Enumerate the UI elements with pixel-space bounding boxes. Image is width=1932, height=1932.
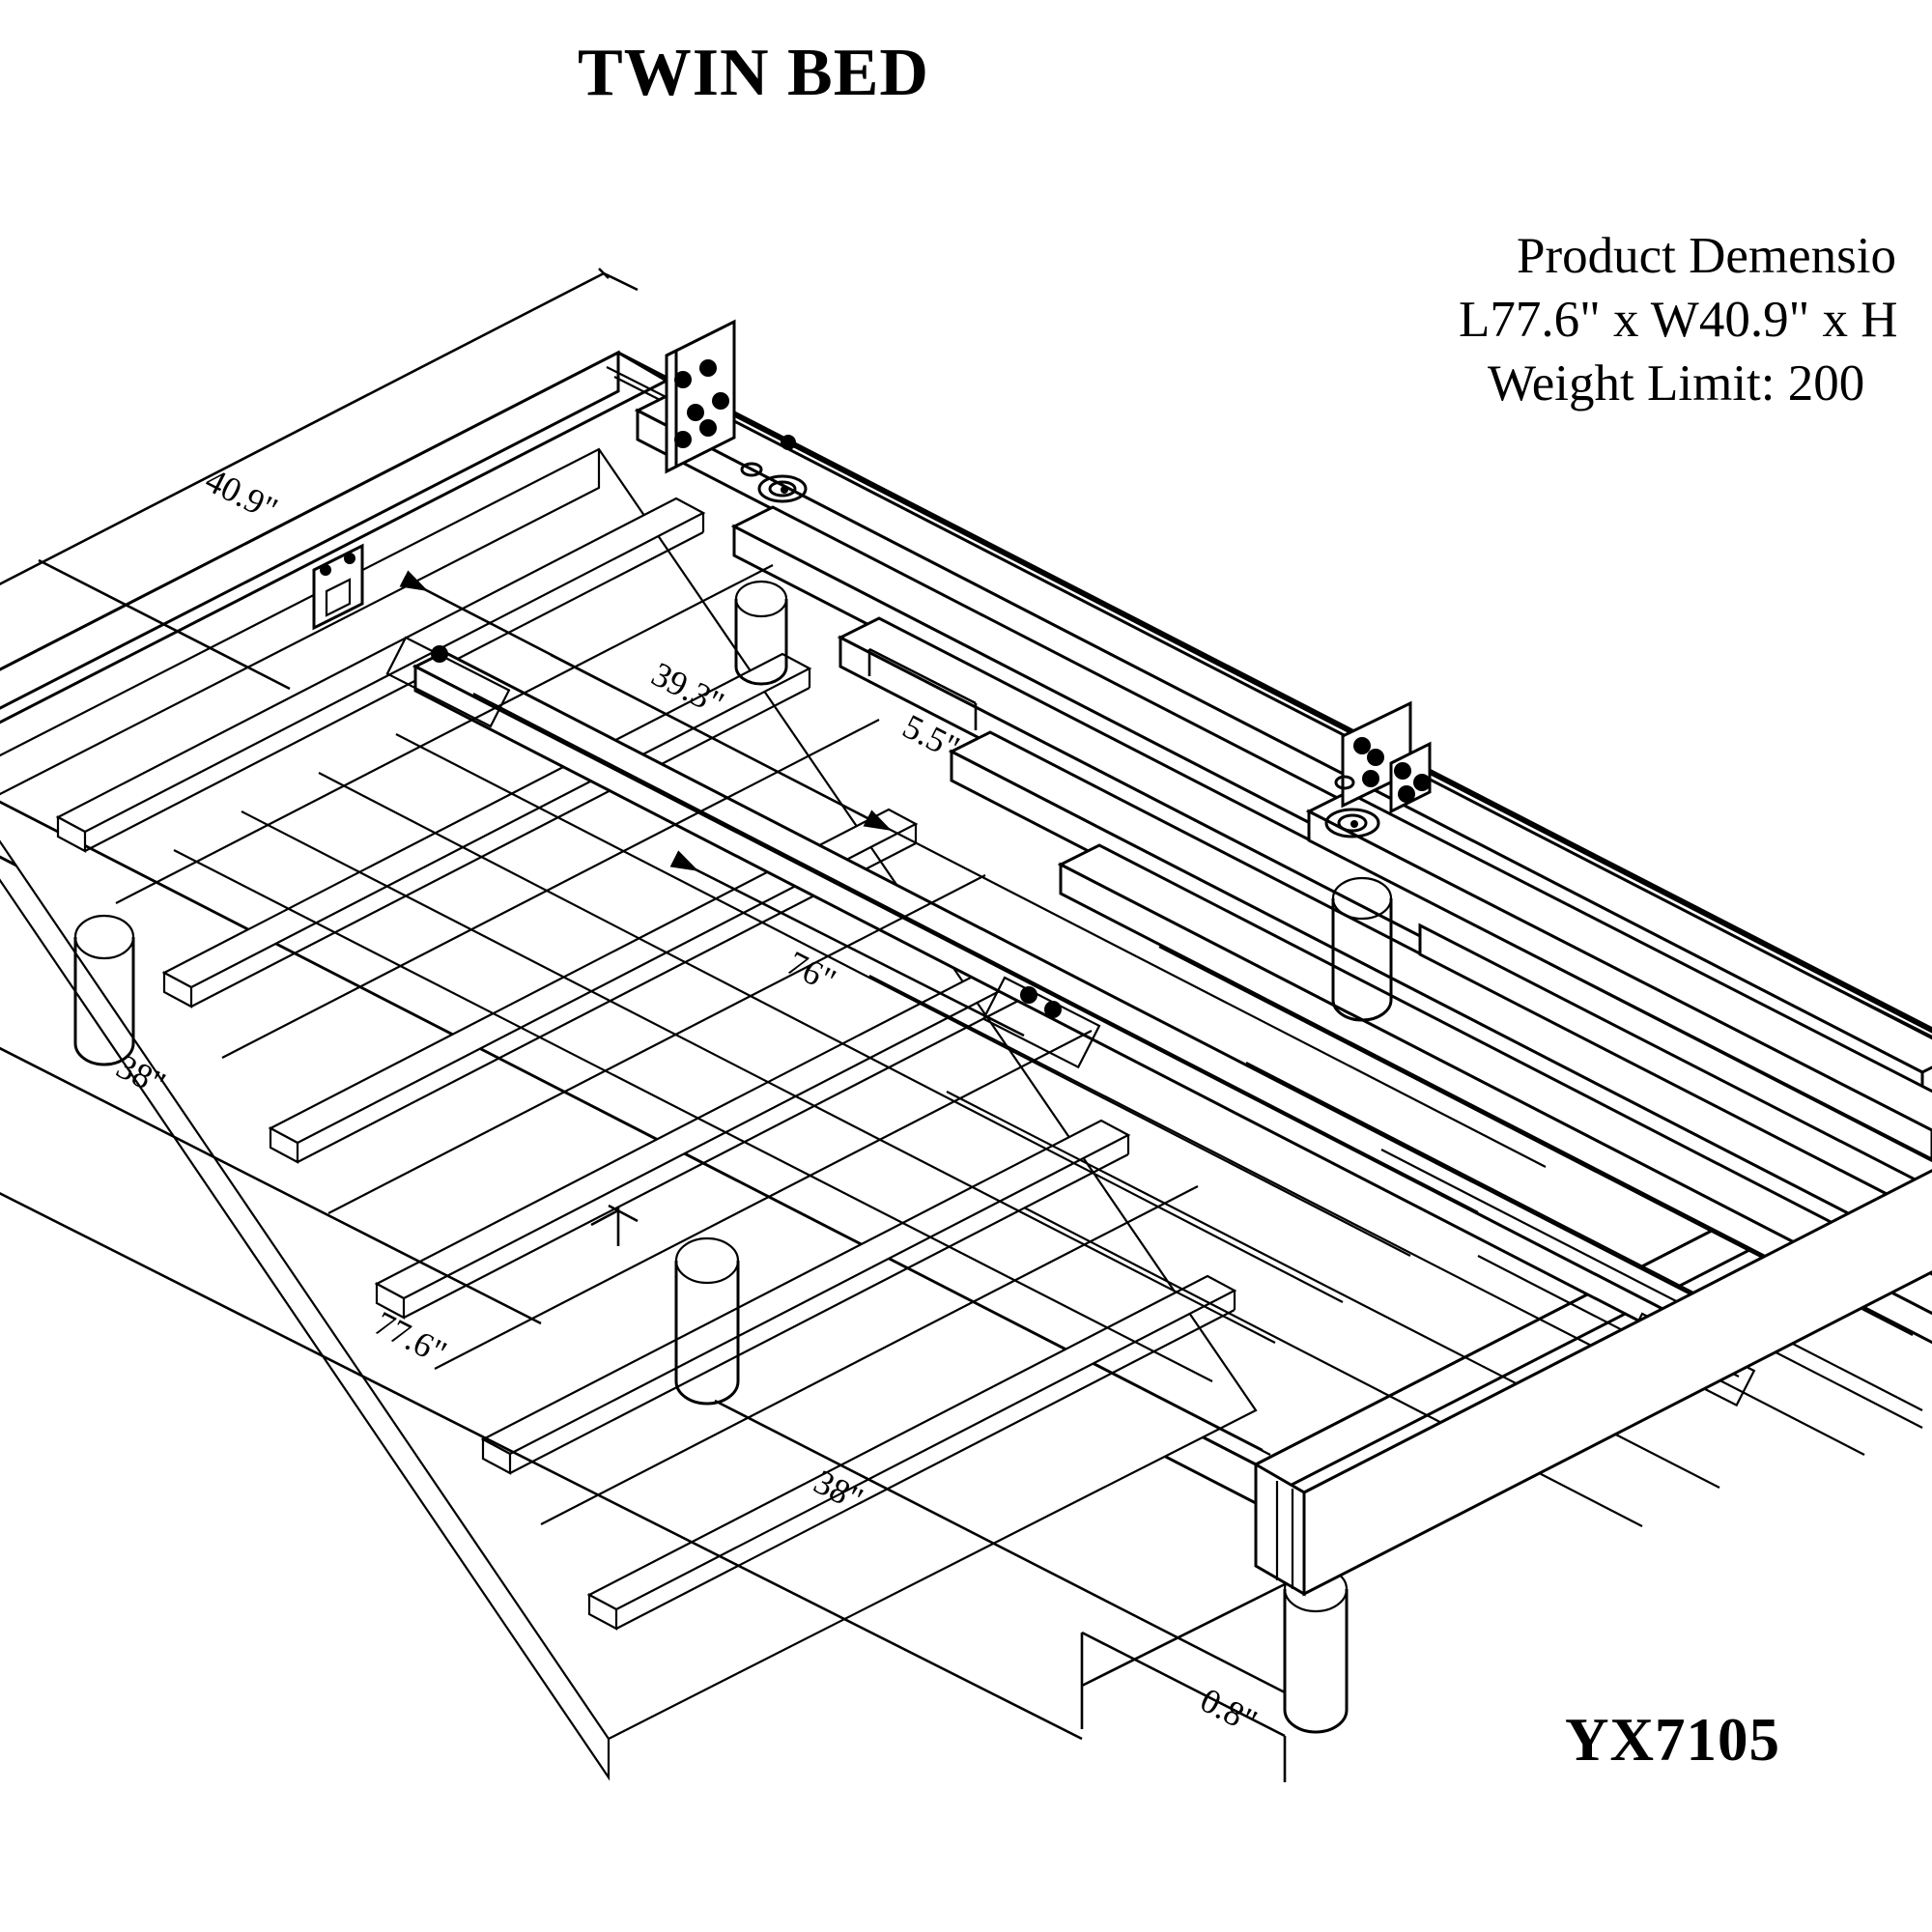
fastener-detail-center: [981, 976, 1101, 1069]
model-number: YX7105: [1565, 1706, 1780, 1774]
side-bracket-left: [312, 543, 364, 631]
slat: [586, 1274, 1237, 1631]
long-slat: [1305, 790, 1932, 1161]
leg: [674, 1236, 740, 1406]
dimension-lines: [0, 268, 1287, 1782]
dimension-label-frame-thickness: 0.8": [1194, 1680, 1263, 1741]
leg: [1283, 1565, 1349, 1734]
foot-end-block: [1254, 1169, 1932, 1597]
spec-line-product-dimension: Product Demensio: [1517, 228, 1897, 284]
corner-bracket-left: [665, 319, 736, 474]
long-slat: [1057, 843, 1932, 1345]
long-slat: [1418, 923, 1932, 1219]
dimension-label-width-overall: 40.9": [199, 460, 283, 528]
spec-line-measurements: L77.6" x W40.9" x H: [1459, 292, 1898, 348]
leg: [1331, 876, 1393, 1022]
fastener-detail-right: [1324, 775, 1380, 838]
page-title: TWIN BED: [578, 36, 929, 110]
spec-line-weight-limit: Weight Limit: 200: [1488, 355, 1865, 412]
corner-bracket-right: [1341, 700, 1432, 814]
fastener-detail-left: [740, 435, 808, 503]
product-spec-block: Product Demensio L77.6" x W40.9" x H Wei…: [1459, 224, 1932, 415]
leg: [73, 914, 135, 1066]
